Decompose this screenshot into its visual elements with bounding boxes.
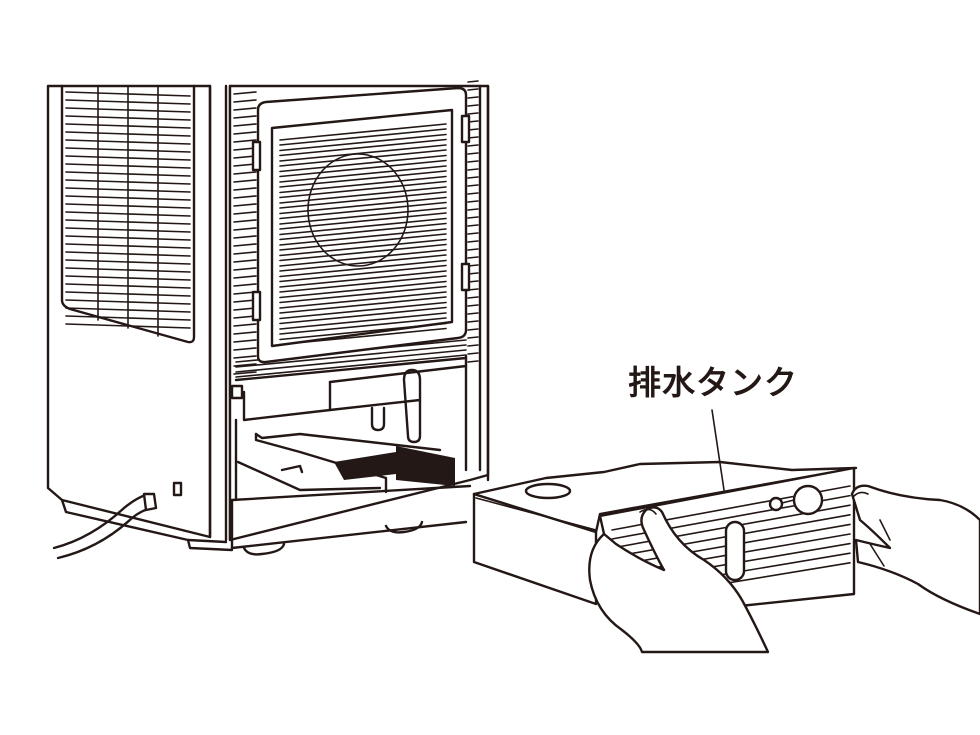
tank-compartment (230, 354, 472, 550)
rear-filter-grille (251, 86, 471, 364)
rear-ribs (233, 80, 479, 378)
right-hand (850, 484, 980, 616)
hands (588, 484, 980, 654)
dehumidifier-unit (46, 80, 490, 560)
callout-leader-line (711, 409, 725, 491)
side-grille (60, 84, 196, 344)
left-hand (588, 506, 770, 654)
power-cord (52, 481, 183, 560)
pull-direction-arrow (334, 446, 455, 486)
drain-tank-label: 排水タンク (628, 363, 798, 402)
casters (60, 498, 424, 556)
